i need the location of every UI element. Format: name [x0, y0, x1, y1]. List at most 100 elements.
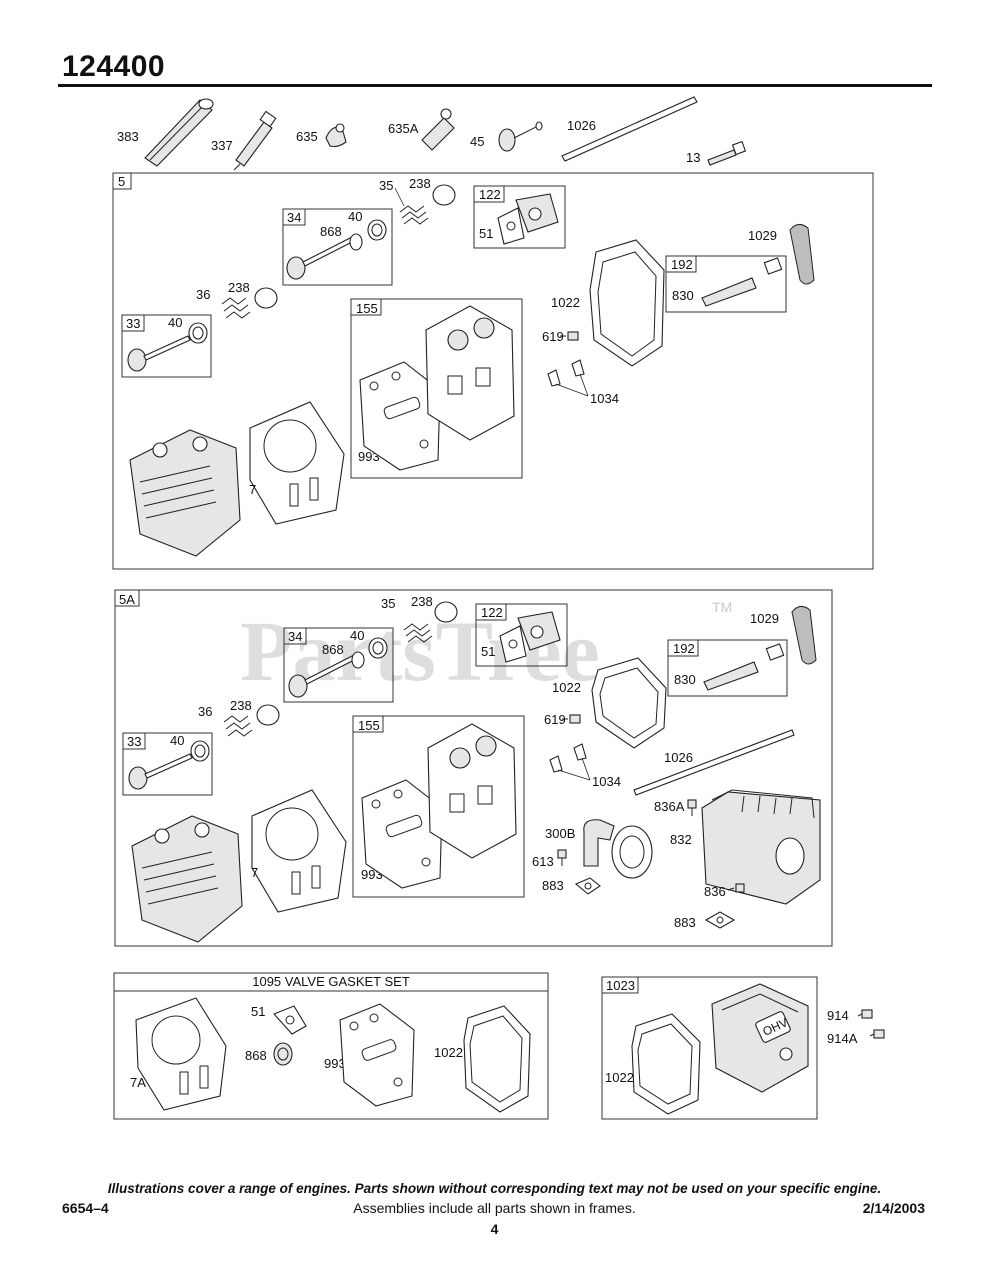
a5a-label-7: 7 — [251, 865, 258, 880]
label-337: 337 — [211, 138, 233, 153]
a5-guide-plate-122[interactable] — [497, 193, 559, 245]
a5a-cylinder-head[interactable] — [131, 815, 243, 943]
vgs-gasket-51[interactable] — [273, 1005, 307, 1035]
part-337-spark-plug[interactable] — [233, 110, 277, 171]
part-45-valve-seal[interactable] — [498, 121, 543, 152]
a5-label-1034: 1034 — [590, 391, 619, 406]
a5a-label-883a: 883 — [542, 878, 564, 893]
a5-valve-33[interactable] — [127, 322, 208, 372]
a5a-valve-34[interactable] — [288, 637, 388, 698]
valve-gasket-set-frame — [113, 972, 549, 1120]
a5-retainer-1034[interactable] — [547, 359, 589, 397]
vgs-seal-868[interactable] — [273, 1042, 293, 1066]
part-635-boot[interactable] — [325, 123, 347, 148]
a5-label-619: 619 — [542, 329, 564, 344]
a5a-retainer-1034[interactable] — [549, 743, 591, 781]
a5-frame-192 — [665, 255, 787, 313]
page-title: 124400 — [62, 50, 166, 83]
vgs-gasket-993[interactable] — [339, 1003, 415, 1107]
a5a-breather-plate[interactable] — [427, 723, 517, 859]
assembly-1023-label: 1023 — [606, 978, 635, 993]
a1023-label-1022: 1022 — [605, 1070, 634, 1085]
a5-label-34: 34 — [287, 210, 301, 225]
a5a-gasket-883b[interactable] — [704, 911, 736, 929]
a5a-label-883b: 883 — [674, 915, 696, 930]
a5a-spring-36[interactable] — [223, 715, 253, 737]
vgs-head-gasket-7a[interactable] — [135, 997, 227, 1111]
a5-rocker-stud-830[interactable] — [701, 257, 783, 307]
a5a-rocker-arm-1029[interactable] — [791, 606, 817, 665]
a5-rocker-arm-1029[interactable] — [789, 224, 815, 285]
a5a-gasket-1022[interactable] — [591, 657, 667, 749]
a5-spring-35[interactable] — [399, 205, 429, 225]
a5-label-33: 33 — [126, 316, 140, 331]
a5a-cap-238a[interactable] — [434, 601, 458, 623]
a5-valve-34[interactable] — [286, 219, 387, 280]
a5-head-gasket-7[interactable] — [249, 401, 345, 525]
a5a-screw-619[interactable] — [562, 714, 581, 724]
a5-label-830: 830 — [672, 288, 694, 303]
a5a-label-192: 192 — [673, 641, 695, 656]
a5-gasket-1022[interactable] — [589, 239, 665, 367]
a1023-valve-cover[interactable]: OHV — [711, 983, 809, 1093]
label-635a: 635A — [388, 121, 419, 136]
a5a-spring-35[interactable] — [403, 623, 433, 643]
a5-screw-619[interactable] — [560, 331, 579, 341]
footer-disclaimer: Illustrations cover a range of engines. … — [107, 1181, 882, 1196]
a5-label-1022: 1022 — [551, 295, 580, 310]
a5a-valve-33[interactable] — [128, 740, 210, 790]
a1023-gasket-1022[interactable] — [631, 1013, 701, 1115]
a5a-guide-plate-122[interactable] — [499, 611, 561, 663]
a5a-screw-836[interactable] — [727, 883, 745, 893]
part-635a-boot[interactable] — [421, 108, 455, 151]
part-1026-push-rod[interactable] — [561, 96, 698, 162]
a5a-label-868: 868 — [322, 642, 344, 657]
a1023-screw-914a[interactable] — [869, 1029, 885, 1039]
a5a-label-1026: 1026 — [664, 750, 693, 765]
a5a-head-gasket-7[interactable] — [251, 789, 347, 913]
a5a-breather-tube-300b[interactable] — [583, 819, 653, 879]
vgs-label-7a: 7A — [130, 1075, 146, 1090]
a5a-gasket-883a[interactable] — [574, 877, 601, 895]
a5a-gasket-993[interactable] — [361, 779, 443, 889]
a5-label-40b: 40 — [168, 315, 182, 330]
vgs-gasket-1022[interactable] — [463, 1005, 531, 1113]
assembly-5-label: 5 — [118, 174, 125, 189]
a5a-cap-238b[interactable] — [256, 704, 280, 726]
a5a-frame-122 — [475, 603, 568, 667]
a5a-label-238b: 238 — [230, 698, 252, 713]
a5-label-51: 51 — [479, 226, 493, 241]
a5a-push-rod-1026[interactable] — [633, 729, 795, 796]
a5a-label-1022: 1022 — [552, 680, 581, 695]
a5-cylinder-head[interactable] — [129, 429, 241, 557]
valve-gasket-set-title: 1095 VALVE GASKET SET — [252, 974, 410, 989]
a5a-label-40a: 40 — [350, 628, 364, 643]
part-383-pushrod-tool[interactable] — [144, 98, 214, 167]
footer-doc-code: 6654–4 — [62, 1200, 109, 1216]
a5a-screw-613[interactable] — [557, 849, 567, 866]
a5-label-155: 155 — [356, 301, 378, 316]
a5a-screw-836a[interactable] — [687, 799, 697, 816]
footer-date: 2/14/2003 — [862, 1200, 925, 1216]
vgs-label-868: 868 — [245, 1048, 267, 1063]
a5a-valve-cover-832[interactable] — [701, 789, 821, 905]
a5a-frame-33 — [122, 732, 213, 796]
label-635: 635 — [296, 129, 318, 144]
a5a-label-836a: 836A — [654, 799, 685, 814]
a5-label-36: 36 — [196, 287, 210, 302]
a5a-label-300b: 300B — [545, 826, 575, 841]
part-13-bolt[interactable] — [707, 140, 747, 166]
a5a-rocker-stud-830[interactable] — [703, 643, 785, 691]
a1023-screw-914[interactable] — [857, 1009, 873, 1019]
a5-label-238a: 238 — [409, 176, 431, 191]
a5a-label-40b: 40 — [170, 733, 184, 748]
vgs-label-51: 51 — [251, 1004, 265, 1019]
a5-cap-238b[interactable] — [254, 287, 278, 309]
a5-label-7: 7 — [249, 482, 256, 497]
a1023-label-914a: 914A — [827, 1031, 858, 1046]
a5-spring-36[interactable] — [221, 297, 251, 319]
a5-gasket-993[interactable] — [359, 361, 441, 471]
a5-cap-238[interactable] — [432, 184, 456, 206]
a5-breather-plate[interactable] — [425, 305, 515, 441]
a5a-label-51: 51 — [481, 644, 495, 659]
